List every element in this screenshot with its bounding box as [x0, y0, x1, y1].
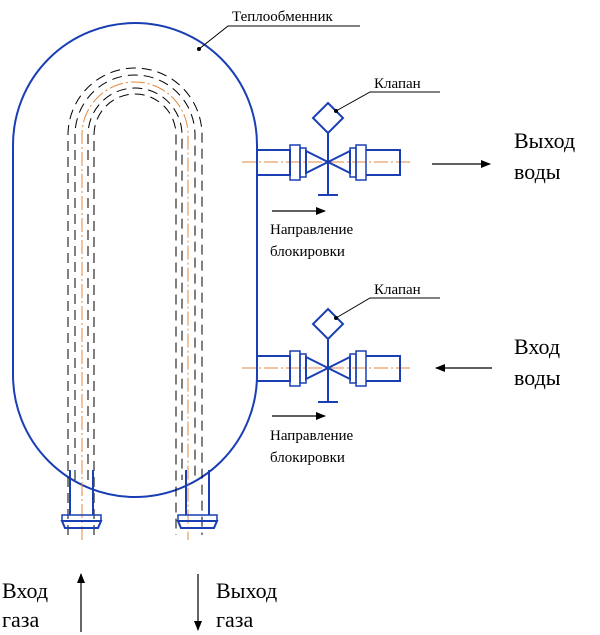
u-tube-outer-wall	[67, 67, 203, 535]
u-tube-axis	[81, 81, 189, 540]
label-heat-exchanger: Теплообменник	[232, 9, 333, 25]
u-tube-inner-outer-wall	[93, 93, 177, 535]
label-lock-direction-bottom-2: блокировки	[270, 450, 345, 466]
label-gas-in-2: газа	[2, 607, 39, 632]
label-water-in-1: Вход	[514, 334, 560, 359]
label-gas-out-2: газа	[216, 607, 253, 632]
water-inlet-pipe	[242, 307, 410, 403]
label-lock-direction-top-2: блокировки	[270, 244, 345, 260]
gas-outlet-nozzle	[176, 470, 219, 529]
u-tube-outer-inner-wall	[74, 74, 196, 480]
leader-valve-bottom	[334, 297, 440, 320]
label-lock-direction-bottom-1: Направление	[270, 428, 354, 444]
label-lock-direction-top-1: Направление	[270, 222, 354, 238]
label-water-out-1: Выход	[514, 128, 575, 153]
label-water-out-2: воды	[514, 159, 561, 184]
vessel-body	[12, 22, 258, 498]
u-tube-inner-inner-wall	[87, 87, 183, 480]
water-outlet-pipe	[242, 101, 410, 196]
label-gas-out-1: Выход	[216, 578, 277, 603]
leader-valve-top	[334, 91, 440, 113]
label-gas-in-1: Вход	[2, 578, 48, 603]
leader-heat-exchanger	[197, 25, 360, 51]
gas-inlet-nozzle	[60, 470, 103, 529]
label-valve-bottom: Клапан	[374, 282, 421, 298]
label-valve-top: Клапан	[374, 76, 421, 92]
label-water-in-2: воды	[514, 365, 561, 390]
